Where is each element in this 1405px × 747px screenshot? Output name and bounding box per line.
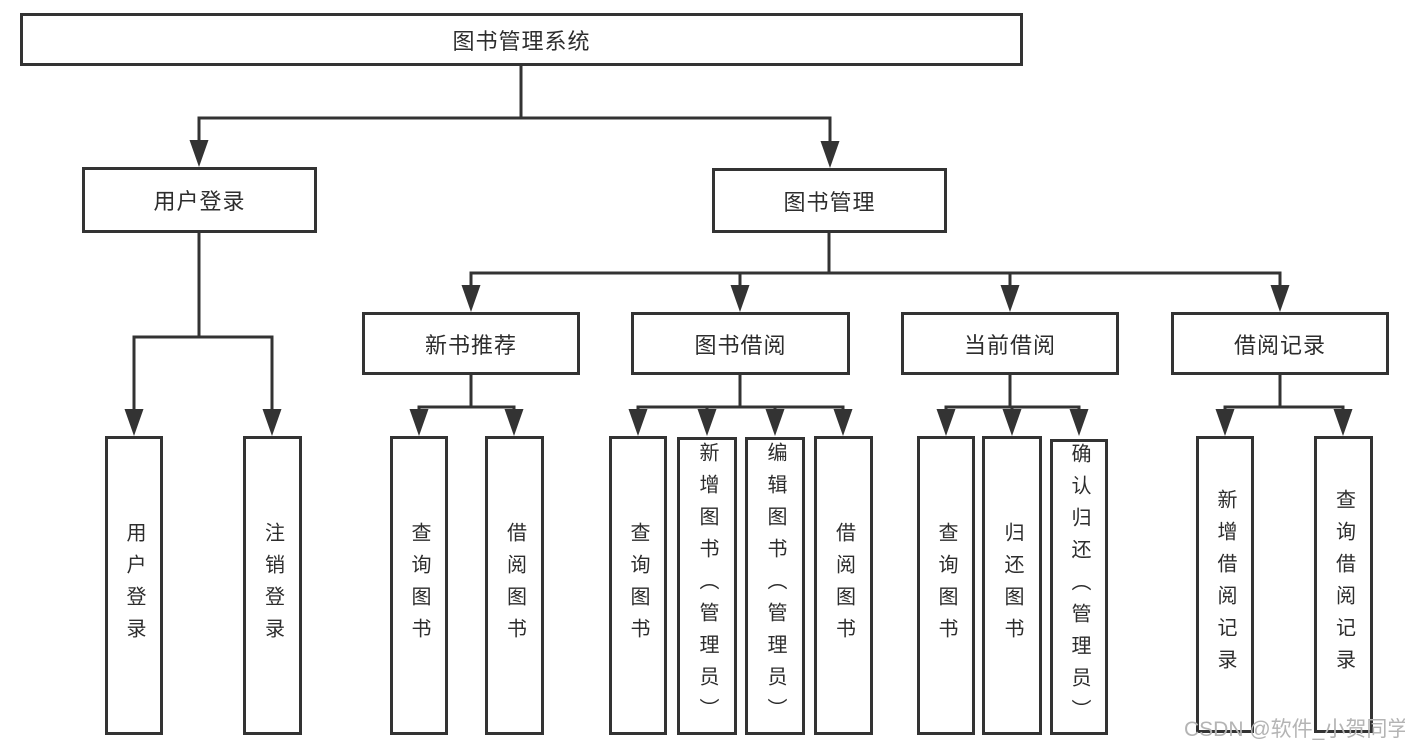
leaf-borrow-query-label: 查询图书 (627, 521, 649, 650)
node-book-management-label: 图书管理 (783, 189, 876, 215)
leaf-logout: 注销登录 (243, 436, 302, 735)
node-new-book-recommend: 新书推荐 (362, 312, 580, 375)
leaf-user-login: 用户登录 (105, 436, 163, 735)
leaf-current-confirm: 确认归还（管理员） (1050, 439, 1108, 735)
node-book-borrow-label: 图书借阅 (694, 332, 787, 358)
leaf-current-return: 归还图书 (982, 436, 1042, 735)
leaf-newbook-query-label: 查询图书 (408, 521, 430, 650)
leaf-records-query: 查询借阅记录 (1314, 436, 1373, 733)
leaf-user-login-label: 用户登录 (123, 521, 145, 650)
leaf-newbook-borrow: 借阅图书 (485, 436, 544, 735)
node-user-login: 用户登录 (82, 167, 317, 233)
leaf-current-query-label: 查询图书 (935, 521, 957, 650)
node-current-borrow: 当前借阅 (901, 312, 1119, 375)
leaf-newbook-query: 查询图书 (390, 436, 448, 735)
node-root: 图书管理系统 (20, 13, 1023, 66)
leaf-borrow-edit-label: 编辑图书（管理员） (764, 442, 786, 730)
leaf-records-add-label: 新增借阅记录 (1214, 488, 1236, 681)
node-current-borrow-label: 当前借阅 (963, 332, 1056, 358)
leaf-borrow-borrow: 借阅图书 (814, 436, 873, 735)
node-root-label: 图书管理系统 (452, 28, 591, 54)
leaf-borrow-add-label: 新增图书（管理员） (696, 442, 718, 730)
leaf-current-confirm-label: 确认归还（管理员） (1068, 443, 1090, 731)
leaf-borrow-borrow-label: 借阅图书 (832, 521, 855, 650)
leaf-borrow-query: 查询图书 (609, 436, 667, 735)
leaf-newbook-borrow-label: 借阅图书 (503, 521, 526, 650)
leaf-records-query-label: 查询借阅记录 (1332, 488, 1355, 681)
leaf-borrow-edit: 编辑图书（管理员） (745, 437, 805, 735)
node-book-management: 图书管理 (712, 168, 947, 233)
node-book-borrow: 图书借阅 (631, 312, 850, 375)
node-user-login-label: 用户登录 (153, 189, 246, 214)
leaf-current-query: 查询图书 (917, 436, 975, 735)
leaf-records-add: 新增借阅记录 (1196, 436, 1254, 733)
arrowheads (124, 140, 1353, 436)
leaf-current-return-label: 归还图书 (1001, 521, 1023, 650)
node-borrow-records-label: 借阅记录 (1233, 332, 1326, 358)
leaf-logout-label: 注销登录 (261, 521, 284, 650)
node-new-book-recommend-label: 新书推荐 (424, 332, 517, 358)
node-borrow-records: 借阅记录 (1171, 312, 1389, 375)
leaf-borrow-add: 新增图书（管理员） (677, 437, 737, 735)
csdn-watermark: CSDN @软件_小贺同学 (1184, 718, 1405, 741)
